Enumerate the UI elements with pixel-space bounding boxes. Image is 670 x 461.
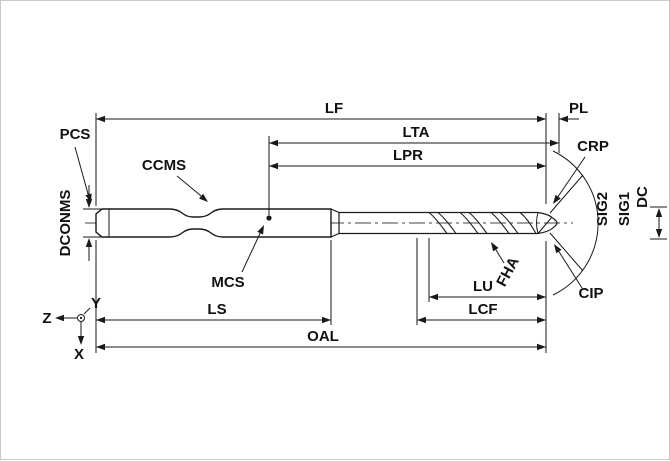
crp-label: CRP: [577, 138, 609, 155]
dim-pl: PL: [559, 100, 588, 123]
dim-lcf: LCF: [417, 301, 546, 324]
mcs-label: MCS: [211, 274, 244, 291]
dim-lpr: LPR: [269, 147, 546, 170]
lcf-label: LCF: [468, 301, 497, 318]
callout-crp: CRP: [553, 138, 609, 204]
pl-label: PL: [569, 100, 588, 117]
coordinate-axes: Z Y X: [42, 295, 101, 363]
lta-label: LTA: [403, 124, 430, 141]
lu-label: LU: [473, 278, 493, 295]
lpr-label: LPR: [393, 147, 423, 164]
axis-z-label: Z: [42, 310, 51, 327]
oal-label: OAL: [307, 328, 339, 345]
pcs-label: PCS: [60, 126, 91, 143]
cip-label: CIP: [578, 285, 603, 302]
axis-x-label: X: [74, 346, 84, 363]
axis-origin: [77, 314, 85, 322]
callout-ccms: CCMS: [142, 157, 208, 202]
callout-cip: CIP: [554, 244, 604, 302]
ccms-label: CCMS: [142, 157, 186, 174]
label-sig1: SIG1: [616, 192, 633, 226]
point-profile-arc: [549, 150, 599, 296]
dim-ls: LS: [96, 301, 331, 324]
label-sig2: SIG2: [594, 192, 611, 226]
mcs-point-marker: [266, 215, 272, 221]
lf-label: LF: [325, 100, 343, 117]
svg-text:SIG2: SIG2: [594, 192, 611, 226]
dim-lf: LF: [96, 100, 546, 123]
ls-label: LS: [207, 301, 226, 318]
svg-text:SIG1: SIG1: [616, 192, 633, 226]
axis-y-label: Y: [91, 295, 101, 312]
callout-pcs: PCS: [60, 126, 92, 203]
callout-mcs: MCS: [211, 215, 272, 291]
callout-fha: FHA: [491, 242, 523, 289]
dim-lta: LTA: [269, 124, 559, 147]
dim-lu: LU: [429, 278, 546, 301]
dc-label: DC: [634, 186, 651, 208]
fha-label: FHA: [493, 254, 523, 289]
drill-shank: [95, 208, 340, 238]
dconms-label: DCONMS: [57, 190, 74, 257]
dim-oal: OAL: [96, 328, 546, 351]
drill-flutes: [428, 212, 537, 234]
drill-point: [536, 211, 558, 235]
dim-dc: DC: [634, 186, 667, 240]
